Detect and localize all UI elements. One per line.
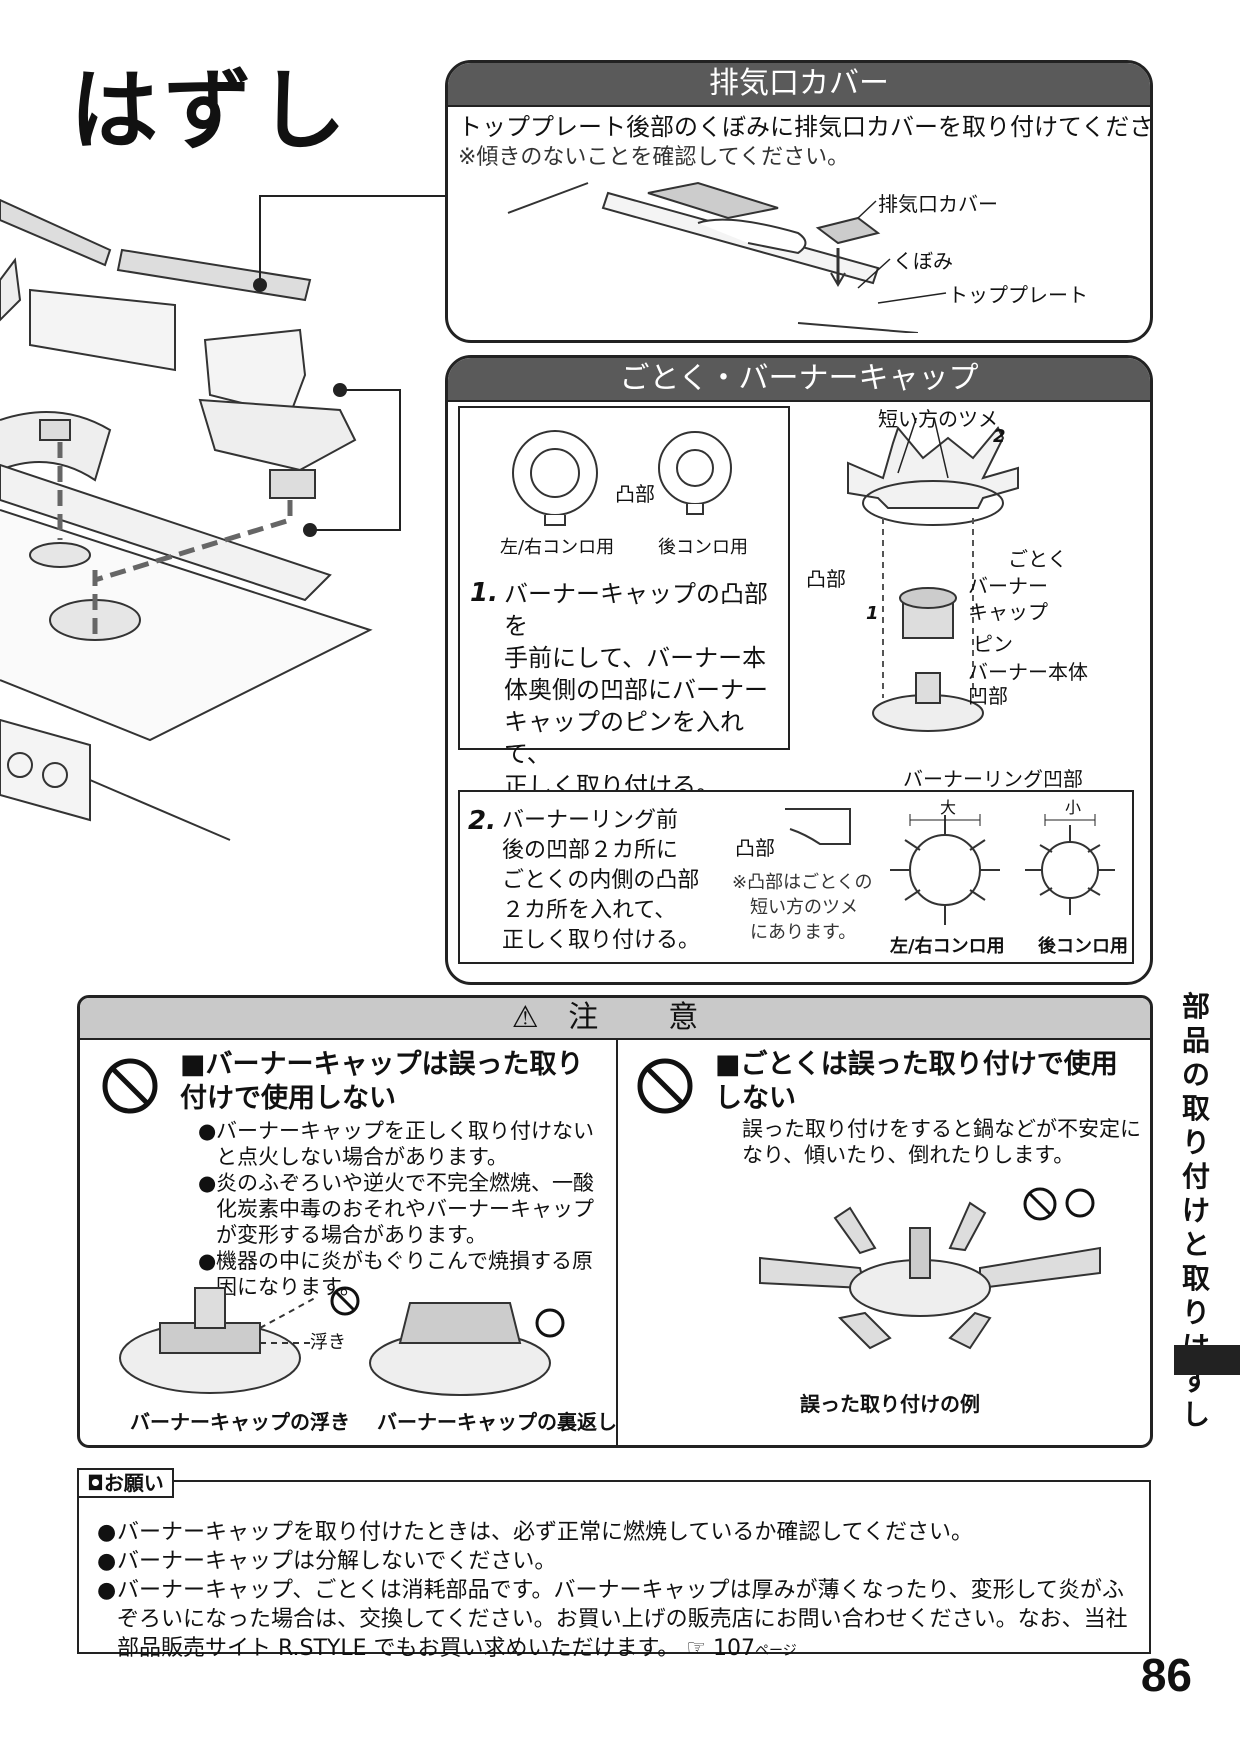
prohibit-icon: [637, 1058, 693, 1114]
step1-number: 1.: [470, 578, 498, 608]
caption-cap-flip: バーナーキャップの裏返し: [377, 1410, 617, 1434]
caption-wrong-example: 誤った取り付けの例: [800, 1392, 980, 1416]
step1-text: バーナーキャップの凸部を 手前にして、バーナー本 体奥側の凹部にバーナー キャッ…: [504, 580, 768, 800]
label-burner-ring-concave: バーナーリング凹部: [903, 767, 1083, 791]
label-convex-part: 凸部: [806, 567, 846, 591]
exhaust-cover-illustration: [507, 181, 918, 333]
pointing-hand-icon: ☞: [686, 1636, 707, 1661]
exhaust-cover-panel: 排気口カバー トッププレート後部のくぼみに排気口カバーを取り付けてください。 ※…: [445, 60, 1153, 343]
step2-note: ※凸部はごとくの 短い方のツメ にあります。: [732, 872, 873, 943]
caution-left-title: ■バーナーキャップは誤った取り付けで使用しない: [180, 1049, 584, 1114]
label-pin: ピン: [973, 632, 1013, 656]
label-small: 小: [1065, 798, 1082, 817]
gotoku-burner-panel: ごとく・バーナーキャップ 凸部 左/右コンロ用 後コンロ用 1. バーナーキャッ…: [445, 355, 1153, 985]
prohibit-icon: [1023, 1187, 1057, 1221]
step2-box: 2. バーナーリング前 後の凹部２カ所に ごとくの内側の凸部 ２カ所を入れて、 …: [458, 790, 1134, 964]
gotoku-sizes-illustration: [890, 814, 1115, 925]
label-top-plate: トッププレート: [948, 283, 1088, 307]
burner-cap-types-illustration: [512, 430, 732, 526]
label-step1-marker: 1: [866, 603, 879, 624]
caption-cap-float: バーナーキャップの浮き: [130, 1410, 350, 1434]
step2-number: 2.: [468, 806, 496, 836]
exhaust-cover-note: ※傾きのないことを確認してください。: [458, 145, 850, 170]
wrong-gotoku-illustration: [759, 1188, 1101, 1350]
stove-exploded-illustration: [0, 195, 445, 841]
caption-rear-gotoku: 後コンロ用: [1038, 936, 1128, 957]
claw-detail-illustration: [785, 808, 851, 845]
caution-right-title: ■ごとくは誤った取り付けで使用しない: [715, 1049, 1118, 1114]
request-box: ◘お願い ●バーナーキャップを取り付けたときは、必ず正常に燃焼しているか確認して…: [77, 1468, 1151, 1661]
request-heading: ◘お願い: [77, 1468, 174, 1498]
step1-box: 凸部 左/右コンロ用 後コンロ用 1. バーナーキャップの凸部を 手前にして、バ…: [458, 406, 790, 800]
reference-page: 107: [713, 1636, 756, 1661]
label-step2-marker: 2: [993, 426, 1006, 447]
label-burner-body: バーナー本体: [968, 660, 1088, 684]
label-convex-top: 凸部: [615, 482, 655, 506]
label-burner-cap: バーナー キャップ: [968, 574, 1048, 624]
page-title: はずし: [70, 59, 353, 162]
burner-assembly-illustration: [847, 418, 1019, 732]
caution-heading: ⚠ 注 意: [80, 998, 1150, 1040]
prohibit-icon: [102, 1058, 158, 1114]
gotoku-heading: ごとく・バーナーキャップ: [448, 358, 1150, 402]
caption-lr-burner: 左/右コンロ用: [500, 537, 615, 558]
caption-lr-gotoku: 左/右コンロ用: [890, 936, 1005, 957]
label-concave: 凹部: [968, 684, 1008, 708]
label-float: 浮き: [310, 1332, 346, 1353]
square-mark-icon: ◘: [87, 1471, 104, 1495]
request-bullets: ●バーナーキャップを取り付けたときは、必ず正常に燃焼しているか確認してください。…: [97, 1520, 1128, 1661]
label-convex-step2: 凸部: [735, 836, 775, 860]
caution-divider: [616, 1040, 618, 1445]
label-large: 大: [940, 798, 957, 817]
caption-rear-burner: 後コンロ用: [658, 537, 748, 558]
label-exhaust-cover: 排気口カバー: [878, 192, 998, 216]
label-short-claw: 短い方のツメ: [878, 407, 998, 431]
label-gotoku: ごとく: [1008, 547, 1068, 571]
label-recess: くぼみ: [893, 249, 953, 273]
burner-cap-float-illustration: [119, 1286, 565, 1396]
page-number: 86: [1140, 1649, 1192, 1701]
step2-text: バーナーリング前 後の凹部２カ所に ごとくの内側の凸部 ２カ所を入れて、 正しく…: [502, 808, 701, 953]
warning-icon: ⚠: [511, 1000, 539, 1035]
caution-left-bullets: ●バーナーキャップを正しく取り付けないと点火しない場合があります。 ●炎のふぞろ…: [198, 1119, 594, 1299]
exhaust-cover-instruction: トッププレート後部のくぼみに排気口カバーを取り付けてください。: [458, 113, 1153, 141]
caution-box: ⚠ 注 意 ■バーナーキャップは誤った取り付けで使用しない ●バーナーキャップを…: [77, 995, 1153, 1448]
side-tab-marker: [1174, 1345, 1240, 1375]
exhaust-cover-heading: 排気口カバー: [448, 63, 1150, 107]
caution-right-text: 誤った取り付けをすると鍋などが不安定になり、傾いたり、倒れたりします。: [742, 1117, 1141, 1167]
